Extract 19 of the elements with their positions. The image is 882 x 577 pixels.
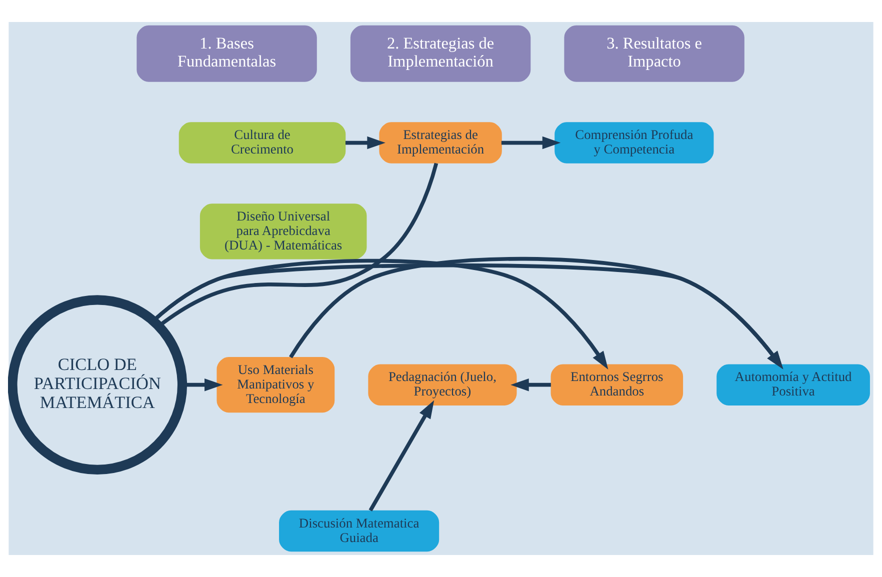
arrow: [510, 378, 551, 392]
node-box: Automomía y Actitud Positiva: [716, 364, 870, 406]
node-box: Uso Materials Manipativos y Tecnología: [216, 357, 335, 413]
node-box: 2. Estrategias de Implementación: [350, 25, 531, 82]
node-box: Comprensión Profuda y Competencia: [554, 122, 714, 164]
arrow: [501, 136, 561, 150]
node-box: 3. Resultatos e Impacto: [564, 25, 744, 82]
node-box: Estrategias de Implementación: [379, 122, 502, 164]
arrow: [368, 400, 434, 512]
node-box: Discusión Matematica Guiada: [279, 510, 440, 552]
node-box: Entornos Segrros Andandos: [550, 364, 684, 406]
node-circle: CICLO DE PARTICIPACIÓN MATEMÁTICA: [8, 295, 188, 475]
arrow: [152, 263, 784, 370]
arrow: [345, 136, 386, 150]
node-box: Pedagnación (Juelo, Proyectos): [368, 364, 517, 406]
arrow: [289, 256, 784, 370]
node-box: Diseño Universal para Aprebicdava (DUA) - Matemáticas: [200, 204, 367, 260]
node-box: Cultura de Crecimento: [178, 122, 346, 164]
node-box: 1. Bases Fundamentalas: [136, 25, 317, 82]
